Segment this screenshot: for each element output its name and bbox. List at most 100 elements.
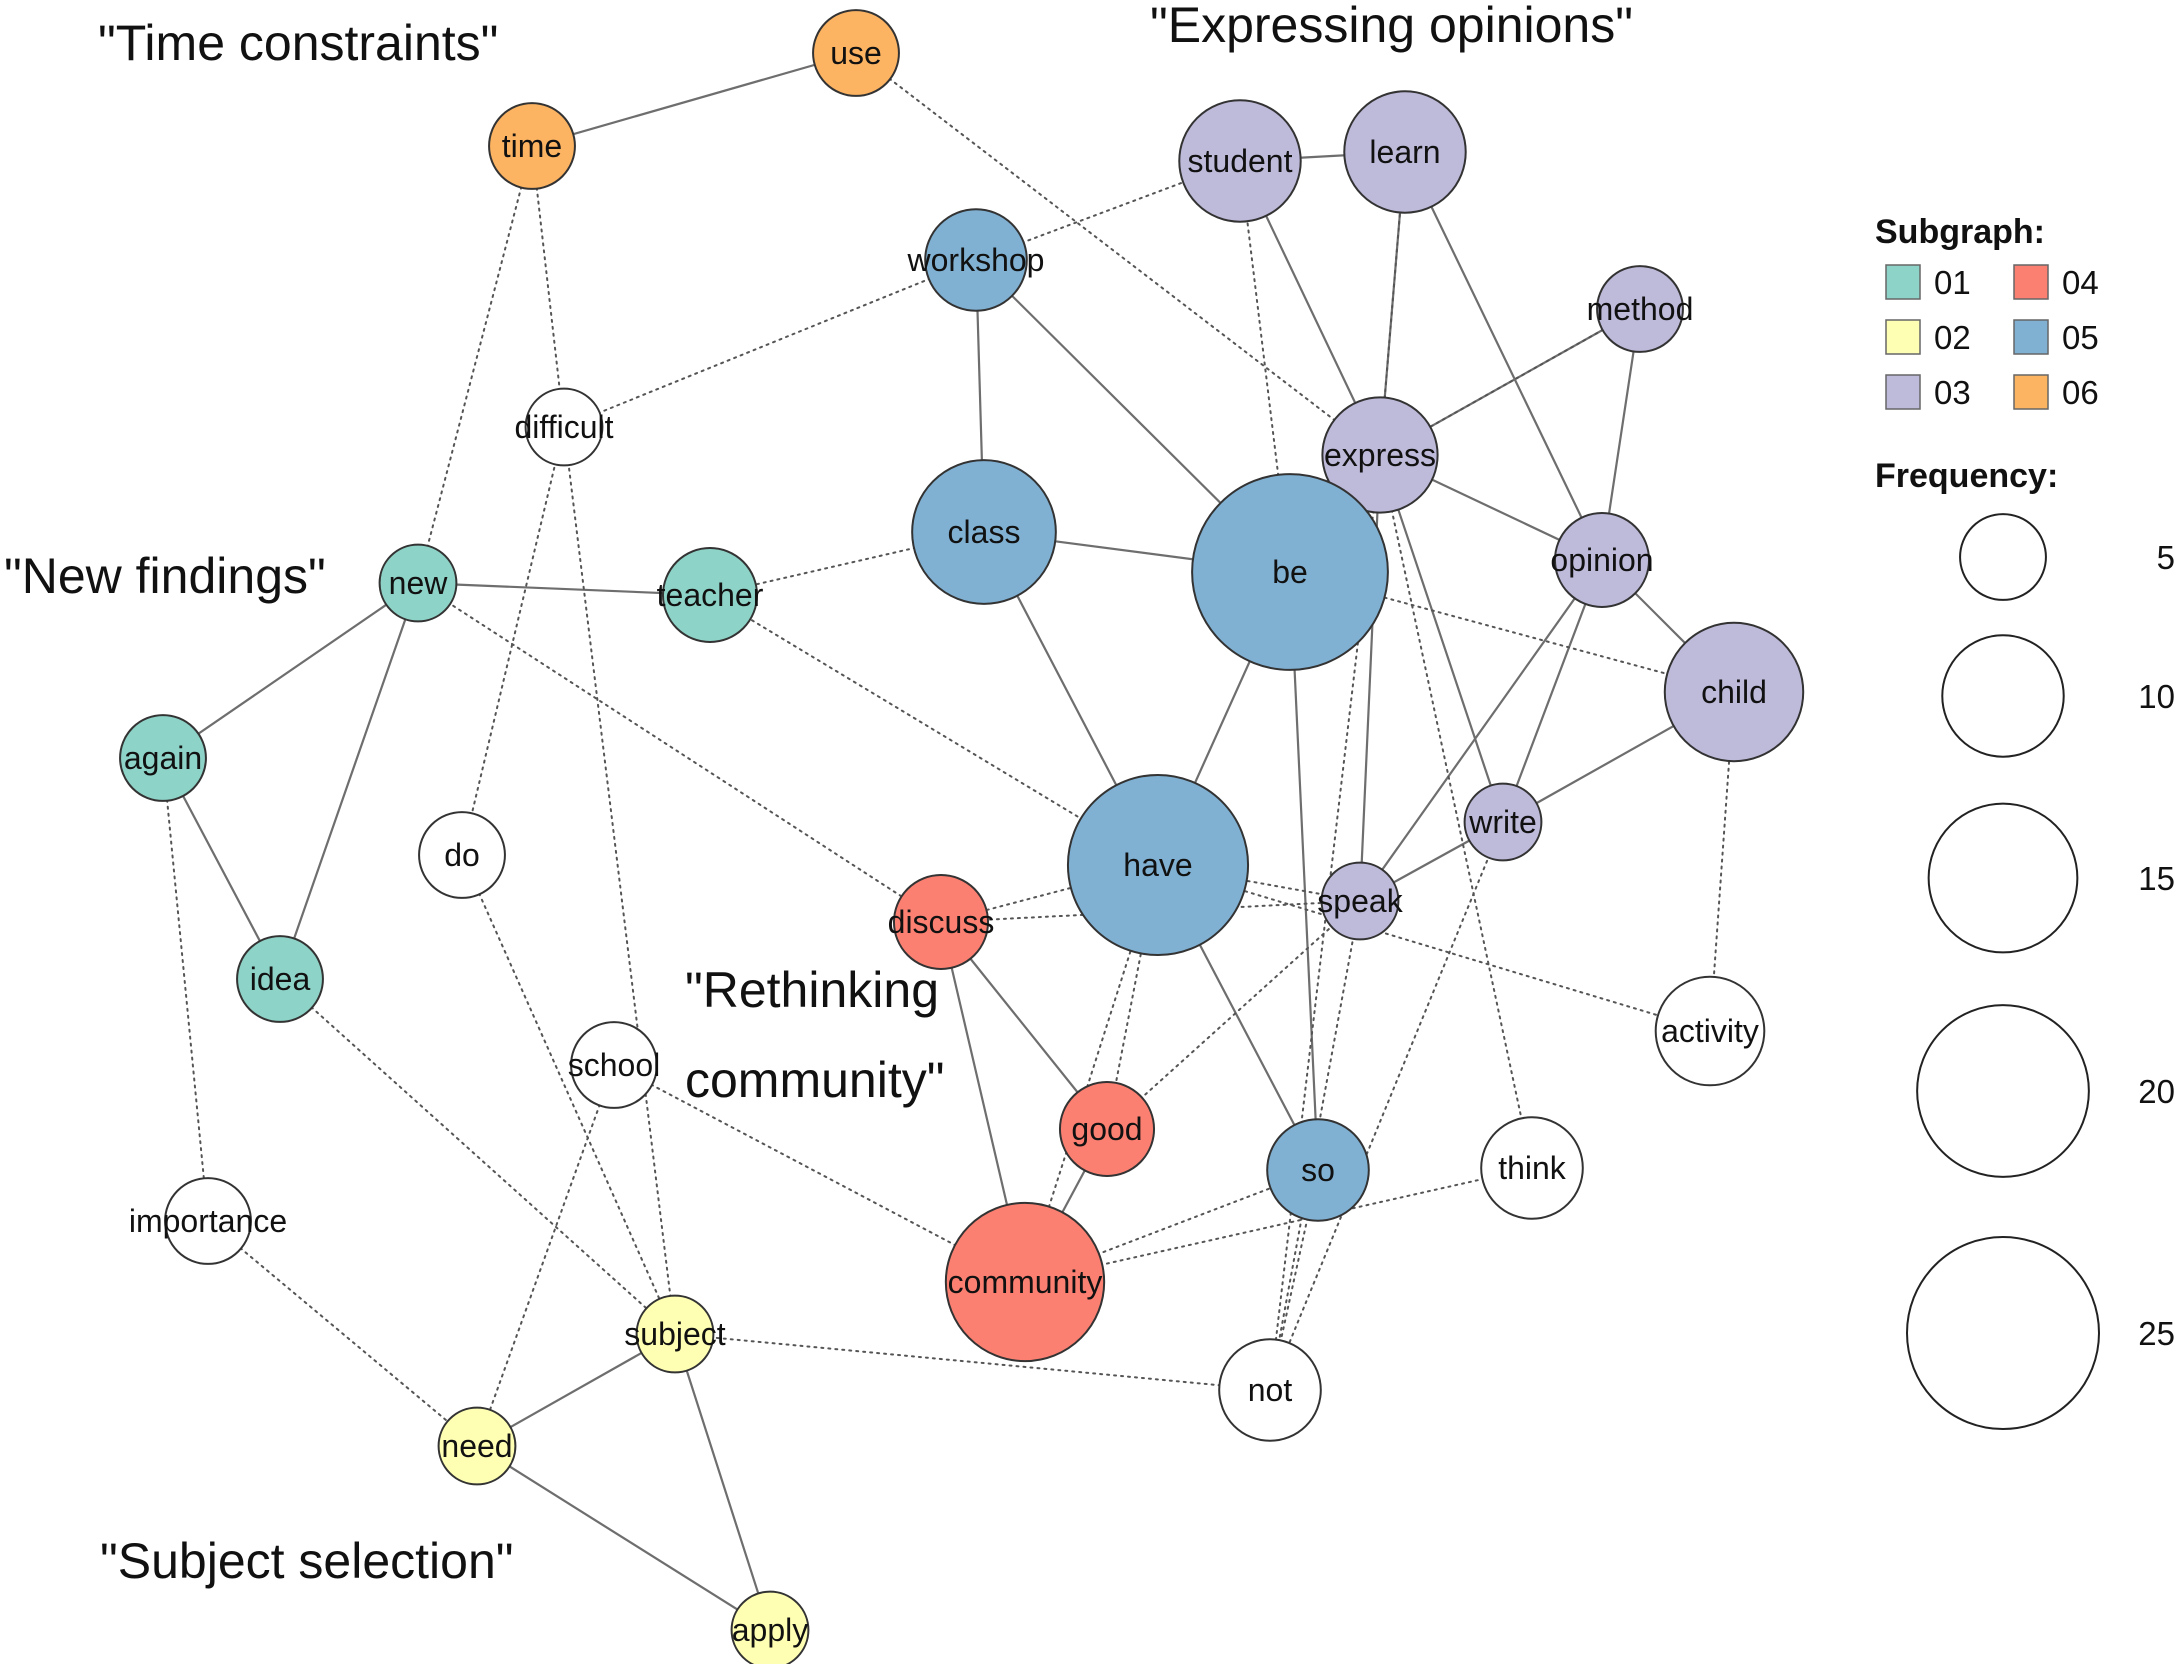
edge-method-express — [1379, 308, 1641, 456]
legend-swatch-05 — [2013, 319, 2049, 355]
node-speak: speak — [1317, 861, 1404, 941]
node-circle-good — [1058, 1080, 1156, 1178]
node-label-be: be — [1272, 554, 1308, 590]
cluster-title-expressing-opinions: "Expressing opinions" — [1150, 0, 1633, 53]
node-so: so — [1266, 1118, 1370, 1222]
node-label-opinion: opinion — [1550, 542, 1653, 578]
node-circle-think — [1480, 1116, 1584, 1220]
node-circle-child — [1663, 621, 1805, 763]
node-opinion: opinion — [1550, 511, 1654, 609]
edge-opinion-speak — [1358, 558, 1604, 903]
cluster-title-time-constraints: "Time constraints" — [98, 15, 498, 71]
node-circle-so — [1266, 1118, 1370, 1222]
node-circle-not — [1218, 1338, 1322, 1442]
node-circle-subject — [635, 1294, 715, 1374]
node-label-use: use — [830, 35, 882, 71]
node-be: be — [1191, 473, 1389, 671]
node-circle-do — [418, 811, 506, 899]
node-label-express: express — [1324, 437, 1436, 473]
legend-size-label-15: 15 — [2138, 860, 2175, 897]
node-label-write: write — [1468, 804, 1537, 840]
edge-school-need — [476, 1064, 615, 1447]
node-class: class — [911, 459, 1057, 605]
node-circle-difficult — [524, 387, 604, 467]
legend-size-label-5: 5 — [2157, 539, 2175, 576]
node-difficult: difficult — [514, 387, 614, 467]
edge-use-express — [855, 52, 1381, 456]
node-circle-method — [1596, 265, 1684, 353]
node-community: community — [944, 1201, 1106, 1363]
node-do: do — [418, 811, 506, 899]
node-circle-need — [437, 1406, 517, 1486]
node-time: time — [488, 102, 576, 190]
legend-size-label-10: 10 — [2138, 678, 2175, 715]
legend-subgraph-title: Subgraph: — [1875, 213, 2045, 251]
node-circle-new — [378, 543, 458, 623]
legend-frequency-title: Frequency: — [1875, 457, 2058, 495]
node-label-teacher: teacher — [657, 577, 764, 613]
legend-label-06: 06 — [2062, 374, 2099, 411]
node-label-discuss: discuss — [888, 904, 995, 940]
node-child: child — [1663, 621, 1805, 763]
node-label-new: new — [389, 565, 449, 601]
node-circle-write — [1463, 782, 1543, 862]
edge-time-new — [417, 145, 533, 584]
node-label-idea: idea — [250, 961, 311, 997]
edge-class-teacher — [709, 531, 985, 596]
edge-have-activity — [1157, 864, 1711, 1032]
node-teacher: teacher — [657, 546, 764, 644]
node-good: good — [1058, 1080, 1156, 1178]
node-label-school: school — [568, 1047, 661, 1083]
node-circle-speak — [1320, 861, 1400, 941]
cluster-title-rethinking-community-line2: community" — [685, 1052, 944, 1108]
node-label-do: do — [444, 837, 480, 873]
node-circle-teacher — [661, 546, 759, 644]
node-label-importance: importance — [129, 1203, 287, 1239]
node-circle-time — [488, 102, 576, 190]
node-importance: importance — [129, 1177, 287, 1265]
node-circle-workshop — [924, 208, 1028, 312]
legend-size-circle-10 — [1941, 634, 2065, 758]
node-method: method — [1587, 265, 1693, 353]
legend-swatch-04 — [2013, 264, 2049, 300]
legend-size-label-25: 25 — [2138, 1315, 2175, 1352]
edge-new-again — [161, 581, 420, 760]
node-label-child: child — [1701, 674, 1767, 710]
legend-swatch-01 — [1885, 264, 1921, 300]
node-think: think — [1480, 1116, 1584, 1220]
edge-need-apply — [475, 1444, 772, 1632]
edge-new-idea — [278, 581, 420, 981]
node-have: have — [1066, 773, 1250, 957]
cluster-title-rethinking-community-line1: "Rethinking — [685, 962, 939, 1018]
edge-idea-subject — [279, 978, 676, 1335]
edge-subject-not — [674, 1333, 1271, 1391]
legend-size-circle-25 — [1906, 1236, 2100, 1430]
node-label-workshop: workshop — [907, 242, 1045, 278]
edge-importance-need — [207, 1220, 478, 1447]
node-label-activity: activity — [1661, 1013, 1759, 1049]
node-circle-express — [1321, 396, 1439, 514]
legend-label-03: 03 — [1934, 374, 1971, 411]
node-circle-student — [1178, 99, 1302, 223]
node-discuss: discuss — [888, 873, 995, 971]
edge-again-importance — [162, 757, 209, 1222]
edge-workshop-difficult — [563, 259, 977, 428]
node-apply: apply — [730, 1590, 810, 1664]
node-circle-importance — [164, 1177, 252, 1265]
node-label-not: not — [1248, 1372, 1293, 1408]
node-label-again: again — [124, 740, 202, 776]
legend-label-01: 01 — [1934, 264, 1971, 301]
node-new: new — [378, 543, 458, 623]
node-label-have: have — [1123, 847, 1192, 883]
node-circle-have — [1066, 773, 1250, 957]
node-workshop: workshop — [907, 208, 1045, 312]
node-circle-use — [812, 9, 900, 97]
node-label-difficult: difficult — [514, 409, 613, 445]
node-circle-activity — [1654, 975, 1766, 1087]
node-label-think: think — [1498, 1150, 1567, 1186]
edge-community-think — [1024, 1167, 1533, 1283]
node-activity: activity — [1654, 975, 1766, 1087]
node-label-student: student — [1188, 143, 1293, 179]
edge-new-teacher — [416, 581, 712, 597]
